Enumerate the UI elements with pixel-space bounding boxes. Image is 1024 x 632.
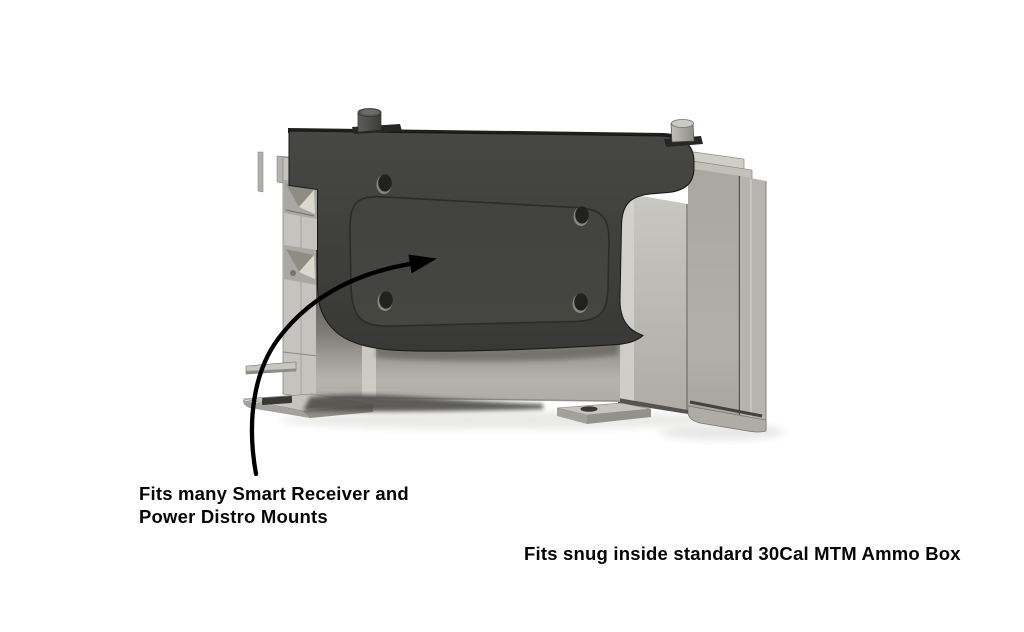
- bracket-right-wall: [618, 192, 688, 414]
- right-gray-box: [657, 146, 767, 433]
- plate-recess-panel: [349, 195, 610, 327]
- screw-hole: [572, 293, 588, 313]
- left-bracket-structure: [245, 151, 319, 400]
- bottom-flange-shadow: [303, 394, 543, 412]
- screw-hole: [573, 206, 589, 226]
- mount-label-line2: Power Distro Mounts: [139, 505, 328, 527]
- screw-hole: [376, 174, 392, 194]
- mounting-plate: [288, 108, 703, 352]
- mount-compatibility-label: Fits many Smart Receiver and Power Distr…: [139, 483, 409, 528]
- right-foot: [556, 402, 652, 424]
- left-standoff-post: [352, 108, 402, 134]
- right-standoff-post: [664, 119, 703, 147]
- ammo-box-fit-label: Fits snug inside standard 30Cal MTM Ammo…: [524, 543, 961, 564]
- curved-arrow: [249, 254, 437, 477]
- mount-label-line1: Fits many Smart Receiver and: [139, 483, 409, 504]
- screw-hole: [377, 291, 393, 311]
